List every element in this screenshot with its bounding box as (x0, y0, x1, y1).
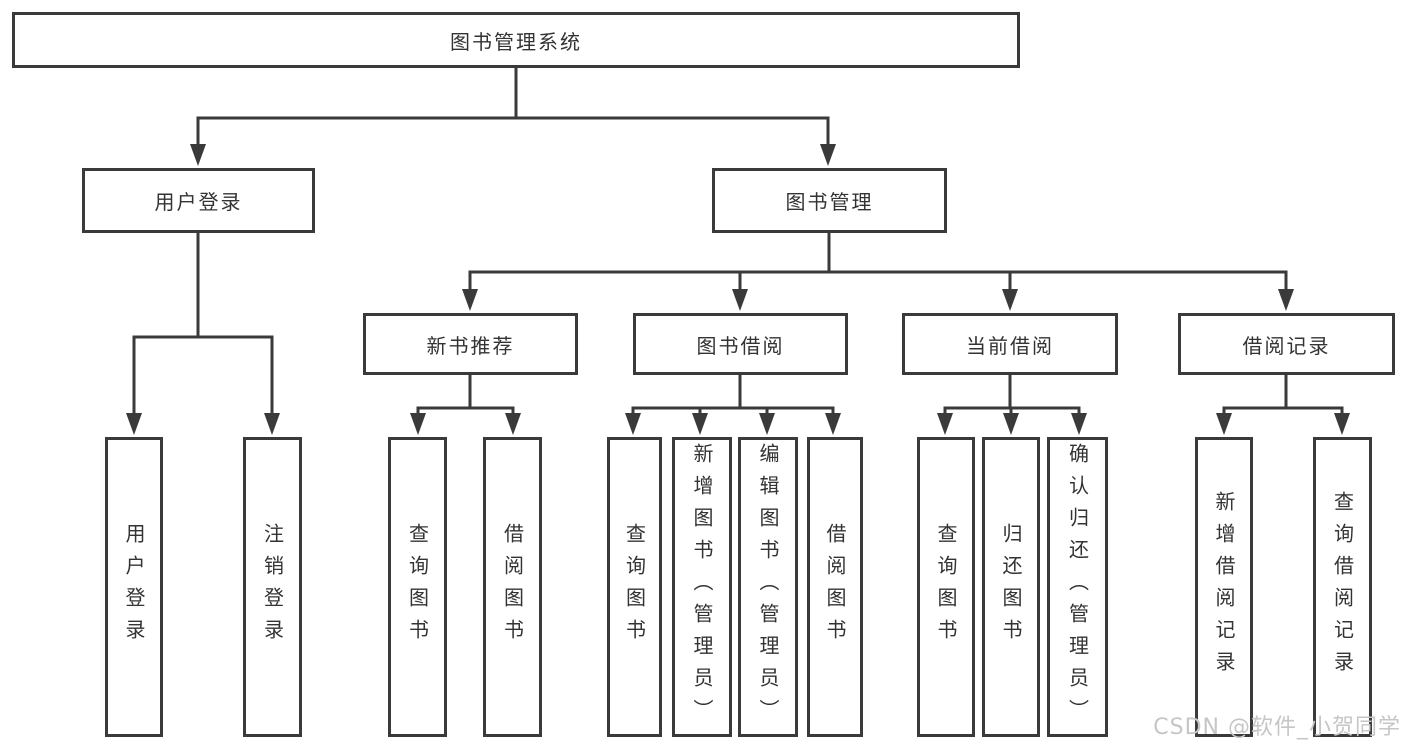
node-label: 借阅图书 (500, 523, 525, 651)
arrowhead-icon (190, 144, 206, 166)
arrowhead-icon (1003, 413, 1019, 435)
node-leaf-query-books-current: 查询图书 (917, 437, 975, 737)
arrowhead-icon (410, 413, 426, 435)
node-leaf-edit-books-admin: 编辑图书（管理员） (738, 437, 798, 737)
arrowhead-icon (732, 289, 748, 311)
arrowhead-icon (692, 413, 708, 435)
connector-root-split (196, 116, 830, 146)
node-leaf-user-login: 用户登录 (105, 437, 163, 737)
arrowhead-icon (1278, 289, 1294, 311)
arrowhead-icon (759, 413, 775, 435)
arrowhead-icon (625, 413, 641, 435)
node-leaf-borrow-books-newbook: 借阅图书 (483, 437, 542, 737)
connector-userlogin-split (132, 335, 274, 415)
node-leaf-return-books: 归还图书 (982, 437, 1040, 737)
arrowhead-icon (462, 289, 478, 311)
node-leaf-logout: 注销登录 (243, 437, 302, 737)
node-leaf-add-books-admin: 新增图书（管理员） (672, 437, 732, 737)
node-book-borrowing: 图书借阅 (633, 313, 848, 375)
node-label: 确认归还（管理员） (1065, 443, 1090, 731)
node-library-management-system: 图书管理系统 (12, 12, 1020, 68)
node-label: 图书管理 (785, 190, 874, 214)
node-leaf-query-books-borrow: 查询图书 (607, 437, 662, 737)
node-label: 借阅图书 (823, 523, 847, 651)
node-leaf-query-borrow-record: 查询借阅记录 (1313, 437, 1372, 737)
node-label: 图书管理系统 (450, 29, 582, 54)
node-label: 新增借阅记录 (1212, 491, 1236, 683)
node-label: 用户登录 (154, 190, 243, 214)
node-label: 新增图书（管理员） (690, 443, 714, 731)
arrowhead-icon (825, 413, 841, 435)
node-label: 查询图书 (405, 523, 430, 651)
connector-borrow-split (631, 406, 835, 415)
node-label: 编辑图书（管理员） (756, 443, 780, 731)
arrowhead-icon (1002, 289, 1018, 311)
arrowhead-icon (1216, 413, 1232, 435)
node-label: 图书借阅 (696, 333, 785, 358)
arrowhead-icon (264, 413, 280, 435)
csdn-watermark: CSDN @软件_小贺同学 (1153, 715, 1401, 740)
node-label: 查询借阅记录 (1330, 491, 1355, 683)
node-leaf-confirm-return-admin: 确认归还（管理员） (1047, 437, 1108, 737)
node-leaf-add-borrow-record: 新增借阅记录 (1195, 437, 1253, 737)
arrowhead-icon (126, 413, 142, 435)
arrowhead-icon (1334, 413, 1350, 435)
node-user-login: 用户登录 (82, 168, 315, 233)
node-borrowing-records: 借阅记录 (1178, 313, 1395, 375)
node-leaf-borrow-books: 借阅图书 (807, 437, 863, 737)
node-current-borrowing: 当前借阅 (902, 313, 1118, 375)
node-label: 查询图书 (934, 523, 958, 651)
arrowhead-icon (820, 144, 836, 166)
arrowhead-icon (937, 413, 953, 435)
arrowhead-icon (1071, 413, 1087, 435)
connector-bookmgmt-split (468, 270, 1288, 291)
node-label: 注销登录 (260, 523, 285, 651)
node-book-management: 图书管理 (712, 168, 947, 233)
node-label: 用户登录 (122, 523, 146, 651)
node-label: 新书推荐 (426, 333, 515, 358)
node-label: 归还图书 (999, 523, 1023, 651)
arrowhead-icon (505, 413, 521, 435)
node-new-book-recommendation: 新书推荐 (363, 313, 578, 375)
node-leaf-query-books-newbook: 查询图书 (388, 437, 447, 737)
node-label: 借阅记录 (1242, 333, 1331, 358)
node-label: 查询图书 (622, 523, 647, 651)
node-label: 当前借阅 (966, 333, 1054, 358)
connector-record-split (1222, 406, 1344, 415)
connector-newbook-split (416, 406, 515, 415)
